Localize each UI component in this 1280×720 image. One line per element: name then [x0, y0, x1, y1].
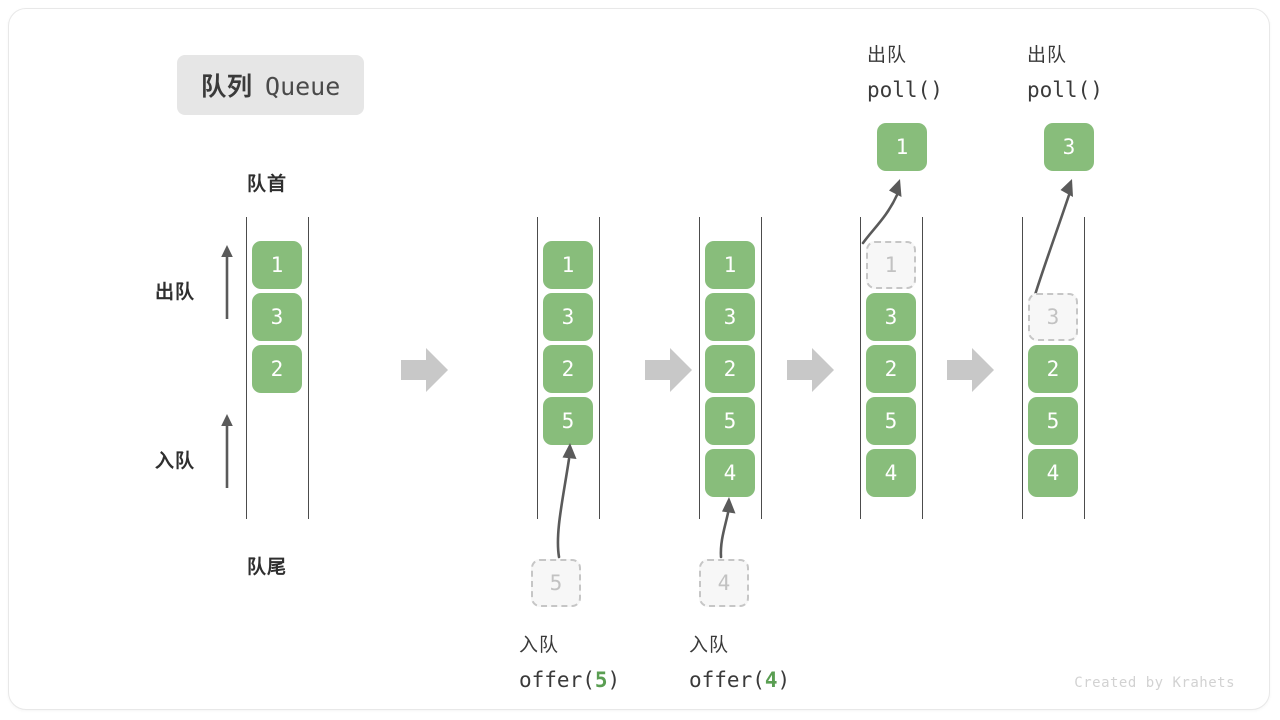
queue-cell: 3: [543, 293, 593, 341]
queue-cell-dequeued-ghost: 1: [866, 241, 916, 289]
queue-stage-after-offer-5: 1 3 2 5: [537, 217, 600, 519]
queue-rail-left: [860, 217, 861, 519]
queue-cell: 3: [705, 293, 755, 341]
popped-element: 3: [1044, 123, 1094, 171]
operation-close-paren: ): [777, 668, 791, 693]
enqueue-direction-arrow: [221, 414, 233, 488]
step-arrow-icon: [787, 348, 834, 392]
queue-rail-right: [599, 217, 600, 519]
queue-cell: 2: [705, 345, 755, 393]
dequeue-direction-label: 出队: [155, 282, 196, 303]
queue-cell: 1: [705, 241, 755, 289]
popped-element: 1: [877, 123, 927, 171]
operation-label-poll-1: 出队 poll(): [867, 39, 943, 109]
operation-code: poll(): [867, 78, 943, 103]
queue-cell: 2: [1028, 345, 1078, 393]
queue-cell: 3: [866, 293, 916, 341]
queue-cell: 5: [1028, 397, 1078, 445]
incoming-element-ghost: 5: [531, 559, 581, 607]
queue-cell: 2: [866, 345, 916, 393]
queue-tail-label: 队尾: [247, 557, 288, 578]
queue-rail-right: [1084, 217, 1085, 519]
operation-name-cn: 入队: [689, 635, 730, 656]
queue-rail-right: [761, 217, 762, 519]
title-chinese: 队列: [201, 73, 254, 101]
queue-cell: 5: [866, 397, 916, 445]
queue-cell: 4: [866, 449, 916, 497]
queue-rail-left: [699, 217, 700, 519]
queue-stage-after-poll-1: 1 3 2 5 4: [860, 217, 923, 519]
step-arrow-icon: [645, 348, 692, 392]
operation-name-cn: 出队: [1027, 45, 1068, 66]
diagram-card: 队列 Queue 队首 队尾 出队 入队 1 3 2 1 3 2 5 5 入: [8, 8, 1270, 710]
queue-rail-left: [246, 217, 247, 519]
queue-rail-left: [537, 217, 538, 519]
operation-argument: 4: [764, 668, 778, 693]
dequeue-direction-arrow: [221, 245, 233, 319]
operation-name-cn: 出队: [867, 45, 908, 66]
step-arrow-icon: [947, 348, 994, 392]
operation-name-cn: 入队: [519, 635, 560, 656]
operation-label-poll-2: 出队 poll(): [1027, 39, 1103, 109]
operation-label-offer-4: 入队 offer(4): [689, 629, 790, 699]
queue-cell: 3: [252, 293, 302, 341]
queue-rail-right: [308, 217, 309, 519]
queue-cell: 2: [252, 345, 302, 393]
queue-cell: 5: [705, 397, 755, 445]
operation-close-paren: ): [607, 668, 621, 693]
queue-stage-after-offer-4: 1 3 2 5 4: [699, 217, 762, 519]
operation-code: offer(4): [689, 662, 790, 699]
operation-argument: 5: [594, 668, 608, 693]
operation-fn: offer(: [689, 668, 765, 693]
step-arrow-icon: [401, 348, 448, 392]
diagram-title-badge: 队列 Queue: [177, 55, 365, 115]
dequeue-motion-arrow: [861, 179, 902, 245]
operation-code: offer(5): [519, 662, 620, 699]
incoming-element-ghost: 4: [699, 559, 749, 607]
queue-cell-dequeued-ghost: 3: [1028, 293, 1078, 341]
queue-cell: 4: [1028, 449, 1078, 497]
queue-cell: 5: [543, 397, 593, 445]
enqueue-motion-arrow: [719, 497, 736, 559]
title-english: Queue: [265, 72, 341, 101]
queue-cell: 1: [543, 241, 593, 289]
queue-stage-after-poll-3: 3 2 5 4: [1022, 217, 1085, 519]
queue-rail-left: [1022, 217, 1023, 519]
queue-head-label: 队首: [247, 174, 288, 195]
enqueue-motion-arrow: [556, 443, 577, 559]
queue-cell: 2: [543, 345, 593, 393]
queue-stage-initial: 1 3 2: [246, 217, 309, 519]
queue-rail-right: [922, 217, 923, 519]
queue-cell: 1: [252, 241, 302, 289]
credit-text: Created by Krahets: [1074, 675, 1235, 691]
operation-fn: offer(: [519, 668, 595, 693]
queue-cell: 4: [705, 449, 755, 497]
dequeue-motion-arrow: [1033, 179, 1073, 297]
enqueue-direction-label: 入队: [155, 451, 196, 472]
operation-label-offer-5: 入队 offer(5): [519, 629, 620, 699]
operation-code: poll(): [1027, 78, 1103, 103]
